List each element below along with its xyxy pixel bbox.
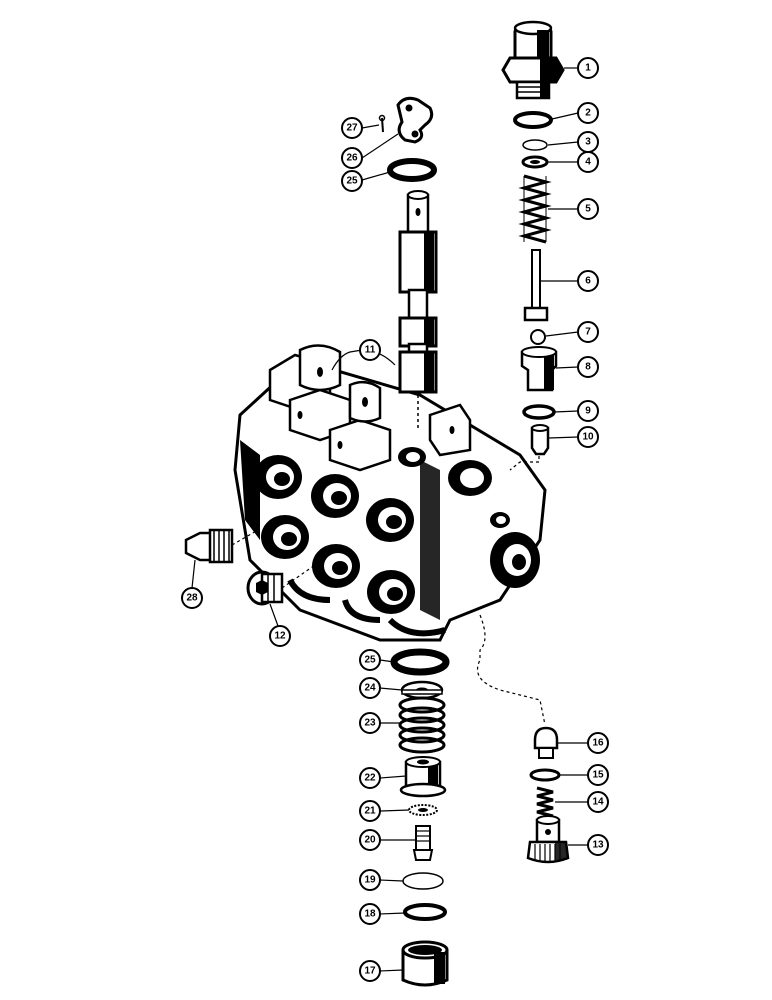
relief-pin (523, 249, 549, 322)
relief-spring (518, 174, 552, 244)
body-ports (254, 447, 540, 614)
callout-24: 24 (359, 677, 381, 699)
callout-18-label: 18 (364, 909, 376, 920)
callout-21-label: 21 (364, 806, 376, 817)
callout-17: 17 (359, 960, 381, 982)
spool (398, 190, 438, 430)
callout-13: 13 (587, 834, 609, 856)
callout-9: 9 (577, 400, 599, 422)
callout-17-label: 17 (364, 966, 376, 977)
callout-6: 6 (577, 270, 599, 292)
plug-lower (246, 564, 316, 606)
spring-14 (536, 786, 554, 818)
o-ring-15 (529, 768, 561, 782)
o-ring-lower (390, 648, 450, 676)
callout-14-label: 14 (592, 797, 604, 808)
callout-9-label: 9 (585, 406, 591, 417)
callout-24-label: 24 (364, 683, 376, 694)
retainer-22 (399, 756, 447, 798)
callout-23: 23 (359, 712, 381, 734)
callout-2-label: 2 (585, 108, 591, 119)
callout-labels: 1 2 3 4 5 6 7 8 9 10 11 12 13 14 15 16 1… (181, 57, 609, 982)
callout-18: 18 (359, 903, 381, 925)
callout-28-label: 28 (186, 593, 198, 604)
cap-17 (401, 940, 449, 987)
callout-23-label: 23 (364, 718, 376, 729)
callout-10-label: 10 (582, 432, 594, 443)
callout-16: 16 (587, 732, 609, 754)
callout-5-label: 5 (585, 204, 591, 215)
screw-20 (412, 825, 434, 861)
callout-10: 10 (577, 426, 599, 448)
callout-3-label: 3 (585, 137, 591, 148)
callout-12: 12 (269, 625, 291, 647)
link (396, 96, 434, 144)
ball (530, 329, 546, 345)
callout-26-label: 26 (346, 153, 358, 164)
callout-25-lower: 25 (359, 649, 381, 671)
callout-26: 26 (341, 147, 363, 169)
callout-25-lower-label: 25 (364, 655, 376, 666)
callout-13-label: 13 (592, 840, 604, 851)
callout-11: 11 (359, 339, 381, 361)
callouts (191, 67, 588, 972)
poppet-16 (533, 726, 559, 759)
callout-15: 15 (587, 764, 609, 786)
callout-8: 8 (577, 356, 599, 378)
callout-20: 20 (359, 829, 381, 851)
callout-5: 5 (577, 198, 599, 220)
callout-1: 1 (577, 57, 599, 79)
callout-27: 27 (341, 117, 363, 139)
cap (501, 20, 565, 100)
callout-21: 21 (359, 800, 381, 822)
callout-11-label: 11 (365, 345, 376, 356)
valve-body (233, 344, 547, 642)
callout-25-upper-label: 25 (346, 176, 358, 187)
lock-washer-21 (408, 804, 438, 816)
callout-4: 4 (577, 151, 599, 173)
o-ring-upper (387, 158, 437, 182)
plug-13 (526, 815, 570, 864)
washer-24 (400, 680, 444, 700)
shim (522, 139, 548, 151)
callout-7: 7 (577, 321, 599, 343)
callout-22: 22 (359, 767, 381, 789)
callout-14: 14 (587, 791, 609, 813)
callout-27-label: 27 (346, 123, 358, 134)
callout-15-label: 15 (592, 770, 604, 781)
washer-small (521, 155, 549, 169)
callout-8-label: 8 (585, 362, 591, 373)
spring-23 (398, 696, 446, 754)
callout-25-upper: 25 (341, 170, 363, 192)
callout-7-label: 7 (585, 327, 591, 338)
callout-3: 3 (577, 131, 599, 153)
callout-1-label: 1 (585, 63, 591, 74)
seat (520, 346, 558, 392)
callout-28: 28 (181, 587, 203, 609)
callout-16-label: 16 (592, 738, 604, 749)
o-ring-relief (522, 404, 556, 420)
washer-upper (513, 111, 553, 129)
callout-19: 19 (359, 869, 381, 891)
poppet-relief (530, 424, 550, 456)
callout-22-label: 22 (364, 773, 376, 784)
callout-20-label: 20 (364, 835, 376, 846)
callout-19-label: 19 (364, 875, 376, 886)
washer-19 (402, 872, 444, 890)
callout-6-label: 6 (585, 276, 591, 287)
pin (378, 114, 386, 133)
callout-12-label: 12 (274, 631, 286, 642)
callout-4-label: 4 (585, 157, 591, 168)
callout-2: 2 (577, 102, 599, 124)
plug-left (184, 528, 259, 564)
retainer-18 (403, 903, 447, 921)
